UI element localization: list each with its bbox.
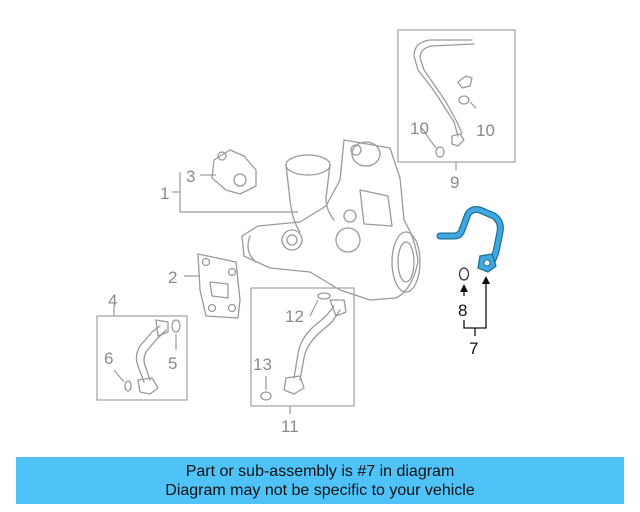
label-10-right: 10 [476, 121, 495, 140]
turbocharger-illustration [241, 139, 421, 301]
part-10-washer-right [458, 95, 470, 105]
label-4: 4 [108, 291, 117, 310]
label-5: 5 [168, 354, 177, 373]
label-7: 7 [469, 339, 478, 358]
part-11-assembly[interactable]: 12 13 11 [250, 287, 355, 436]
label-11: 11 [281, 417, 299, 436]
part-7-hose-assembly[interactable]: 8 7 [436, 206, 504, 359]
part-2-gasket[interactable]: 2 [168, 253, 241, 319]
label-1: 1 [160, 184, 169, 203]
label-9: 9 [450, 173, 459, 192]
label-13: 13 [253, 355, 272, 374]
label-2: 2 [168, 268, 177, 287]
part-9-fitting-top [457, 75, 473, 89]
part-9-hose [413, 39, 473, 137]
part-12-washer [317, 292, 331, 300]
part-4-box [96, 315, 188, 401]
part-3-actuator[interactable]: 3 [186, 149, 257, 195]
part-9-assembly[interactable]: 10 10 9 [397, 29, 516, 192]
part-10-washer-left [435, 146, 445, 158]
part-11-box [250, 287, 355, 407]
banner-line-2: Diagram may not be specific to your vehi… [165, 481, 475, 499]
parts-diagram: 10 10 9 3 1 [96, 29, 516, 436]
part-13-washer [260, 391, 272, 401]
part-8-washer [458, 267, 470, 281]
label-3: 3 [186, 167, 195, 186]
label-8: 8 [458, 301, 467, 320]
part-7-hose [437, 207, 503, 265]
banner-line-1: Part or sub-assembly is #7 in diagram [185, 462, 455, 480]
label-6: 6 [104, 349, 113, 368]
part-6-washer [124, 380, 132, 392]
part-4-assembly[interactable]: 4 5 6 [96, 291, 188, 401]
label-10-left: 10 [410, 119, 429, 138]
part-5-washer [171, 319, 181, 333]
part-9-fitting-bottom [451, 133, 465, 147]
info-banner: Part or sub-assembly is #7 in diagram Di… [16, 457, 624, 504]
label-12: 12 [285, 307, 304, 326]
part-1-leader[interactable]: 1 [160, 172, 298, 213]
